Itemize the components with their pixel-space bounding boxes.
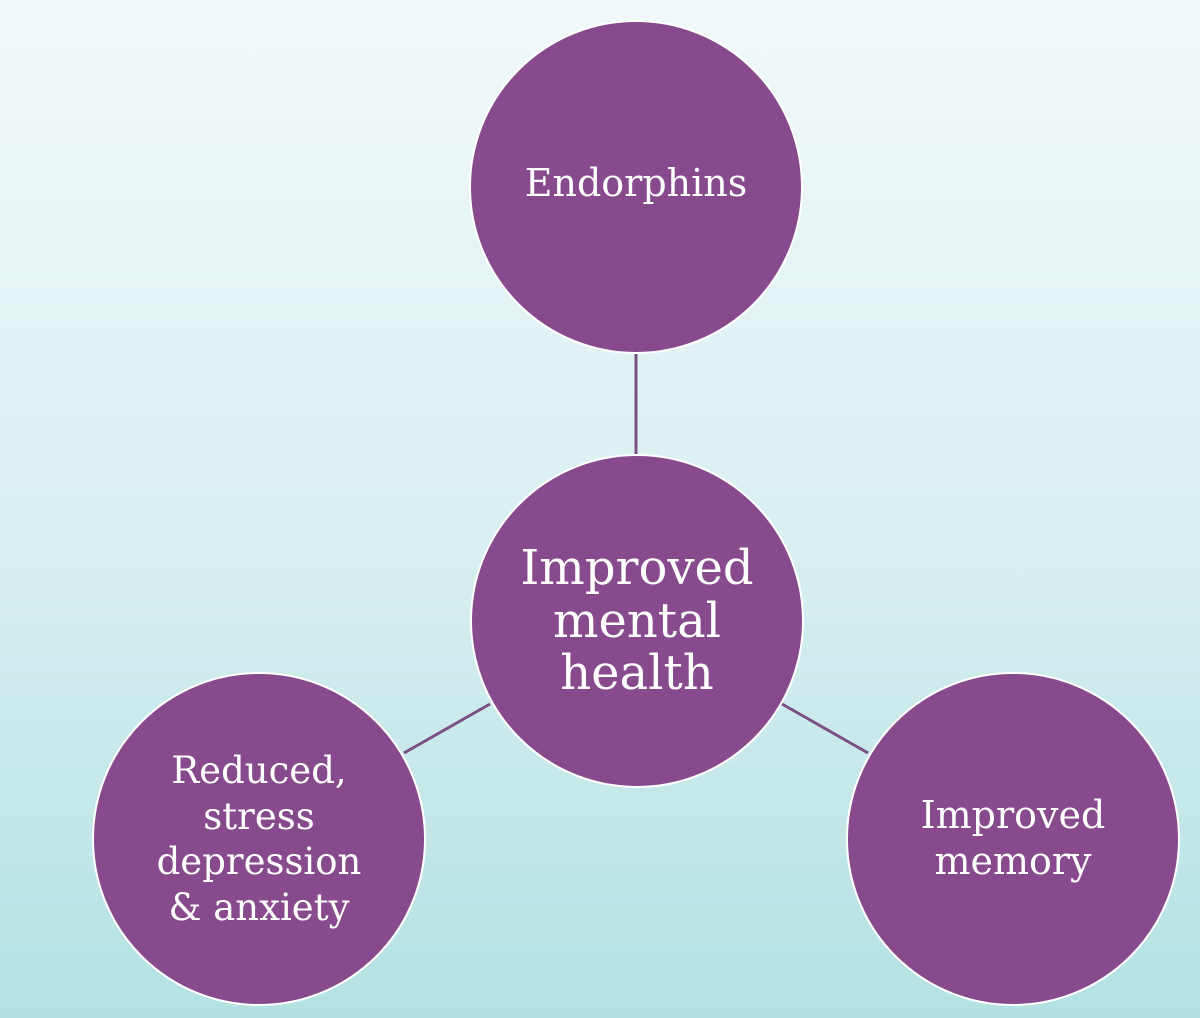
reduced-stress-label: Reduced, stress depression & anxiety (156, 749, 362, 929)
connector-left (403, 702, 491, 755)
endorphins-node: Endorphins (469, 20, 803, 354)
improved-memory-node: Improved memory (846, 672, 1180, 1006)
reduced-stress-node: Reduced, stress depression & anxiety (92, 672, 426, 1006)
connector-right (781, 702, 869, 755)
improved-mental-health-label: Improved mental health (520, 539, 754, 702)
endorphins-label: Endorphins (524, 161, 748, 205)
improved-memory-label: Improved memory (920, 793, 1106, 883)
improved-mental-health-node: Improved mental health (470, 454, 804, 788)
